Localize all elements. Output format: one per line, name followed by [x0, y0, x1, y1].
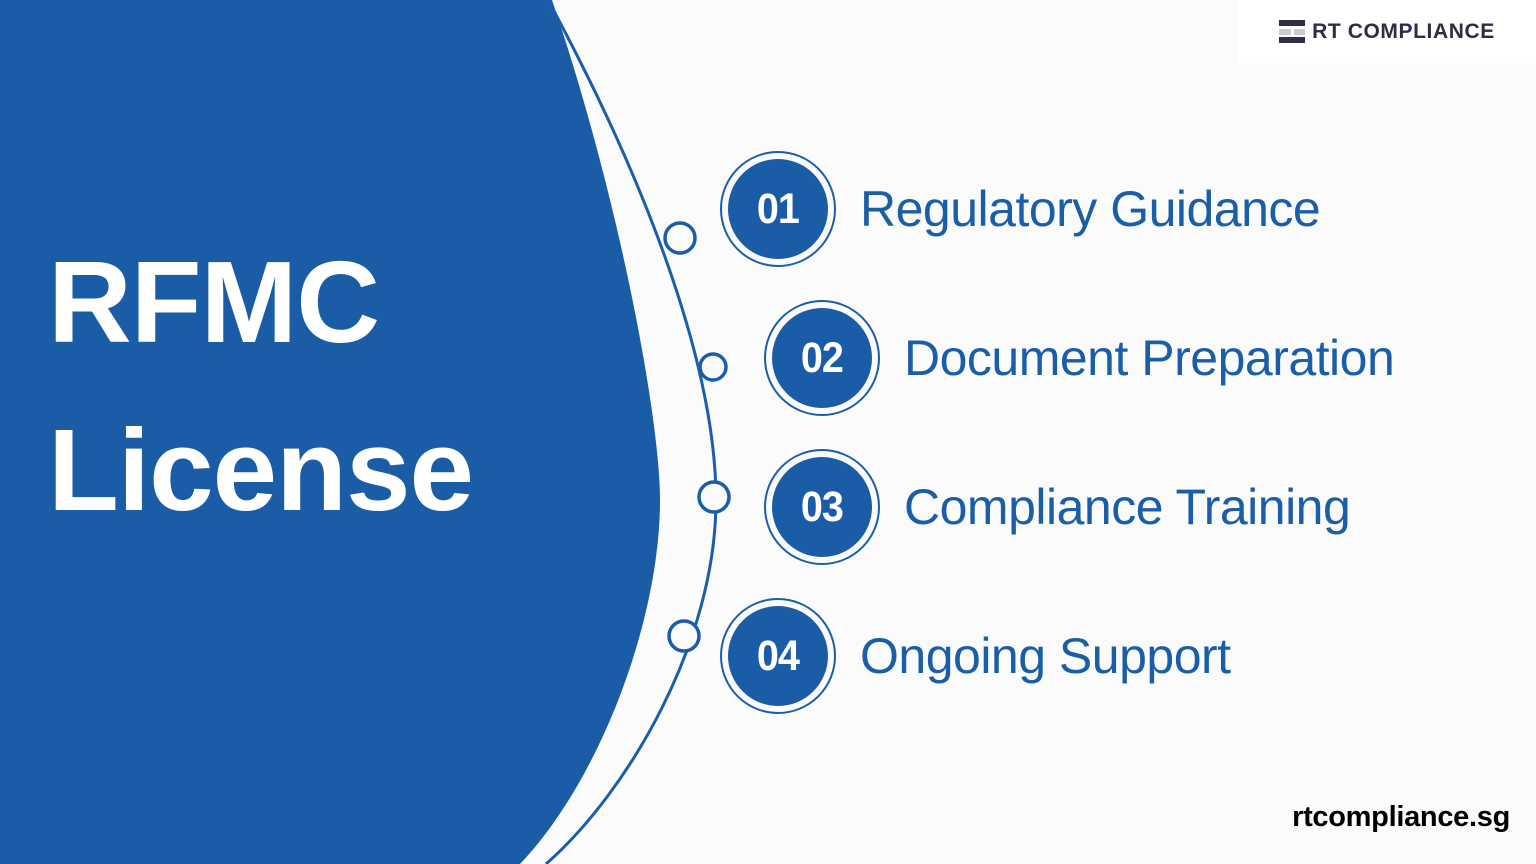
step-label-02: Document Preparation	[904, 330, 1395, 386]
step-number-03: 03	[800, 482, 844, 531]
blue-panel-shape	[0, 0, 660, 864]
badge-disc-icon	[728, 159, 828, 259]
step-number-02: 02	[800, 333, 844, 382]
step-item-04[interactable]: 04 Ongoing Support	[720, 598, 1231, 714]
step-badge-02: 02	[764, 300, 880, 416]
timeline-node-3	[697, 480, 731, 514]
step-badge-04: 04	[720, 598, 836, 714]
step-label-04: Ongoing Support	[860, 628, 1231, 684]
badge-ring-icon	[720, 598, 836, 714]
step-item-03[interactable]: 03 Compliance Training	[764, 449, 1351, 565]
badge-ring-icon	[720, 151, 836, 267]
brand-logo-text: RT COMPLIANCE	[1312, 19, 1495, 43]
website-url[interactable]: rtcompliance.sg	[1292, 801, 1510, 833]
badge-disc-icon	[772, 308, 872, 408]
timeline-node-4	[667, 619, 701, 653]
page-title-line-2: License	[48, 405, 474, 536]
step-badge-03: 03	[764, 449, 880, 565]
page-title: RFMC License	[48, 218, 608, 554]
timeline-node-2	[698, 352, 728, 382]
step-number-01: 01	[756, 184, 800, 233]
step-badge-01: 01	[720, 151, 836, 267]
page-title-line-1: RFMC	[48, 237, 380, 367]
step-item-01[interactable]: 01 Regulatory Guidance	[720, 151, 1321, 267]
step-label-03: Compliance Training	[904, 479, 1351, 535]
step-number-04: 04	[756, 631, 800, 680]
badge-disc-icon	[772, 457, 872, 557]
badge-ring-icon	[764, 449, 880, 565]
step-item-02[interactable]: 02 Document Preparation	[764, 300, 1395, 416]
rt-compliance-bars-icon	[1279, 20, 1306, 43]
badge-ring-icon	[764, 300, 880, 416]
brand-logo: RT COMPLIANCE	[1238, 0, 1536, 63]
timeline-node-1	[663, 221, 697, 255]
badge-disc-icon	[728, 606, 828, 706]
step-label-01: Regulatory Guidance	[860, 181, 1321, 237]
